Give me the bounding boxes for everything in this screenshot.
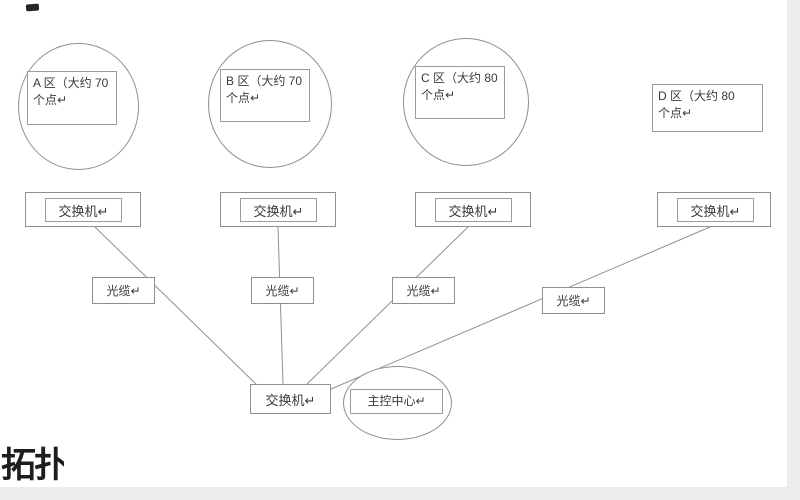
zone-a-label: A 区（大约 70 个点↵ (27, 71, 117, 125)
cable-2-box: 光缆↵ (251, 277, 314, 304)
zone-c-label-line2: 个点↵ (421, 88, 456, 103)
zone-d-label: D 区（大约 80 个点↵ (652, 84, 763, 132)
zone-d-label-line1: D 区（大约 80 (658, 89, 735, 103)
link-switch-a-to-core (94, 226, 261, 389)
zone-b-circle (208, 40, 332, 168)
zone-b-label-line1: B 区（大约 70 (226, 74, 303, 88)
control-center-label: 主控中心↵ (350, 389, 443, 414)
zone-b-label-line2: 个点↵ (226, 91, 261, 106)
zone-a-label-line2: 个点↵ (33, 93, 68, 108)
image-edge-right (787, 0, 800, 500)
zone-a-circle (18, 43, 139, 170)
link-switch-c-to-core (306, 226, 469, 385)
switch-c-label: 交换机↵ (435, 198, 512, 222)
zone-a-label-line1: A 区（大约 70 (33, 76, 109, 90)
core-switch-box: 交换机↵ (250, 384, 331, 414)
cropped-caption-glyphs: 拓扑 (1, 446, 64, 485)
artifact-speck (25, 3, 40, 12)
switch-b-label: 交换机↵ (240, 198, 317, 222)
cable-4-box: 光缆↵ (542, 287, 605, 314)
image-edge-bottom (0, 487, 800, 500)
cropped-caption-text: 拓扑 (0, 446, 64, 487)
zone-c-label-line1: C 区（大约 80 (421, 71, 498, 85)
cable-3-box: 光缆↵ (392, 277, 455, 304)
zone-d-label-line2: 个点↵ (658, 106, 693, 121)
zone-c-circle (403, 38, 529, 166)
link-switch-d-to-core (330, 226, 711, 390)
zone-b-label: B 区（大约 70 个点↵ (220, 69, 310, 122)
switch-a-label: 交换机↵ (45, 198, 122, 222)
link-switch-b-to-core (277, 226, 284, 385)
switch-b-box: 交换机↵ (220, 192, 336, 227)
switch-a-box: 交换机↵ (25, 192, 141, 227)
switch-d-label: 交换机↵ (677, 198, 754, 222)
switch-d-box: 交换机↵ (657, 192, 771, 227)
switch-c-box: 交换机↵ (415, 192, 531, 227)
cable-1-box: 光缆↵ (92, 277, 155, 304)
zone-c-label: C 区（大约 80 个点↵ (415, 66, 505, 119)
